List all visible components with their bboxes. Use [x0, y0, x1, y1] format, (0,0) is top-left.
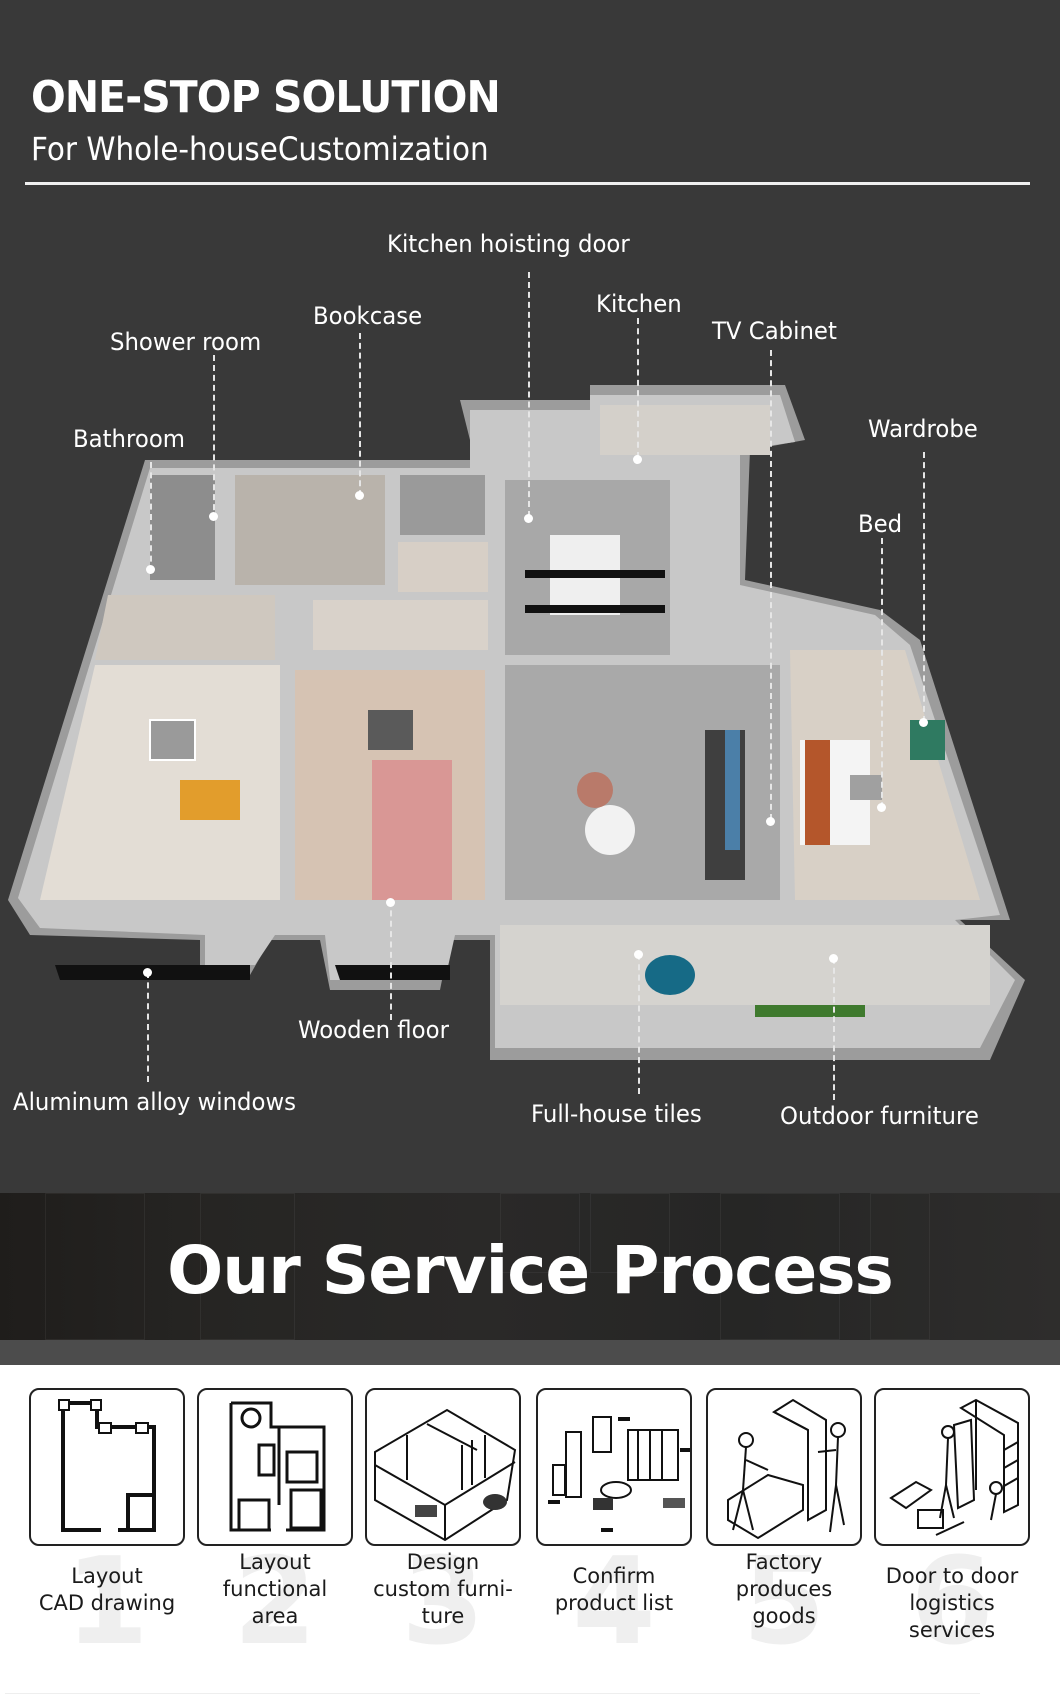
isometric-design-icon — [365, 1388, 521, 1546]
leader-line — [390, 900, 392, 1020]
step-number: 2 — [233, 1533, 317, 1672]
service-title: Our Service Process — [167, 1232, 894, 1309]
marker-dot — [919, 718, 928, 727]
label-bathroom: Bathroom — [73, 425, 185, 453]
leader-line — [147, 972, 149, 1082]
page-title: ONE-STOP SOLUTION — [31, 72, 501, 123]
label-bed: Bed — [858, 510, 903, 538]
leader-line — [881, 538, 883, 808]
step-number: 5 — [742, 1533, 826, 1672]
leader-line — [150, 462, 152, 572]
product-list-icon — [536, 1388, 692, 1546]
marker-dot — [633, 455, 642, 464]
step-3: 3 Design custom furni- ture — [365, 1365, 525, 1665]
marker-dot — [146, 565, 155, 574]
label-kitchen-hoisting-door: Kitchen hoisting door — [387, 230, 630, 258]
marker-dot — [877, 803, 886, 812]
leader-line — [770, 350, 772, 820]
service-steps: 1 Layout CAD drawing 2 — [0, 1365, 1060, 1697]
step-caption: Factory produces goods — [735, 1550, 833, 1628]
label-wardrobe: Wardrobe — [868, 415, 978, 443]
step-number: 3 — [401, 1533, 485, 1672]
title-divider — [25, 182, 1030, 185]
label-tv-cabinet: TV Cabinet — [712, 317, 837, 345]
step-1: 1 Layout CAD drawing — [29, 1365, 189, 1665]
leader-line — [833, 958, 835, 1100]
step-caption: Confirm product list — [554, 1564, 674, 1615]
label-bookcase: Bookcase — [313, 302, 423, 330]
step-caption: Design custom furni- ture — [373, 1550, 513, 1628]
leader-line — [213, 355, 215, 520]
installation-workers-icon — [874, 1388, 1030, 1546]
label-outdoor-furniture: Outdoor furniture — [780, 1102, 979, 1130]
label-wooden-floor: Wooden floor — [298, 1016, 449, 1044]
leader-line — [923, 452, 925, 722]
label-kitchen: Kitchen — [596, 290, 682, 318]
step-number: 1 — [65, 1533, 149, 1672]
marker-dot — [766, 817, 775, 826]
service-banner — [0, 1193, 1060, 1340]
step-6: 6 Do — [874, 1365, 1034, 1665]
leader-line — [637, 318, 639, 458]
step-2: 2 Layout functional area — [197, 1365, 357, 1665]
marker-dot — [209, 512, 218, 521]
marker-dot — [143, 968, 152, 977]
leader-line — [528, 272, 530, 517]
leader-line — [359, 333, 361, 496]
cad-floorplan-icon — [29, 1388, 185, 1546]
marker-dot — [829, 954, 838, 963]
marker-dot — [634, 950, 643, 959]
banner-divider — [0, 1340, 1060, 1365]
leader-line — [638, 954, 640, 1094]
bottom-divider — [5, 1693, 980, 1694]
factory-workers-icon — [706, 1388, 862, 1546]
label-full-house-tiles: Full-house tiles — [531, 1100, 702, 1128]
floor-plan-illustration — [0, 380, 1060, 1060]
step-caption: Layout functional area — [222, 1550, 328, 1628]
step-caption: Door to door logistics services — [885, 1564, 1019, 1642]
step-caption: Layout CAD drawing — [38, 1564, 176, 1615]
marker-dot — [386, 898, 395, 907]
label-shower-room: Shower room — [110, 328, 262, 356]
label-aluminum-alloy-windows: Aluminum alloy windows — [13, 1088, 296, 1116]
marker-dot — [524, 514, 533, 523]
step-number: 6 — [910, 1533, 994, 1672]
step-5: 5 Fa — [706, 1365, 866, 1665]
marker-dot — [355, 491, 364, 500]
page-subtitle: For Whole-houseCustomization — [31, 130, 489, 168]
hero-section: ONE-STOP SOLUTION For Whole-houseCustomi… — [0, 0, 1060, 1193]
step-4: 4 Confirm product lis — [536, 1365, 696, 1665]
functional-floorplan-icon — [197, 1388, 353, 1546]
step-number: 4 — [572, 1533, 656, 1672]
